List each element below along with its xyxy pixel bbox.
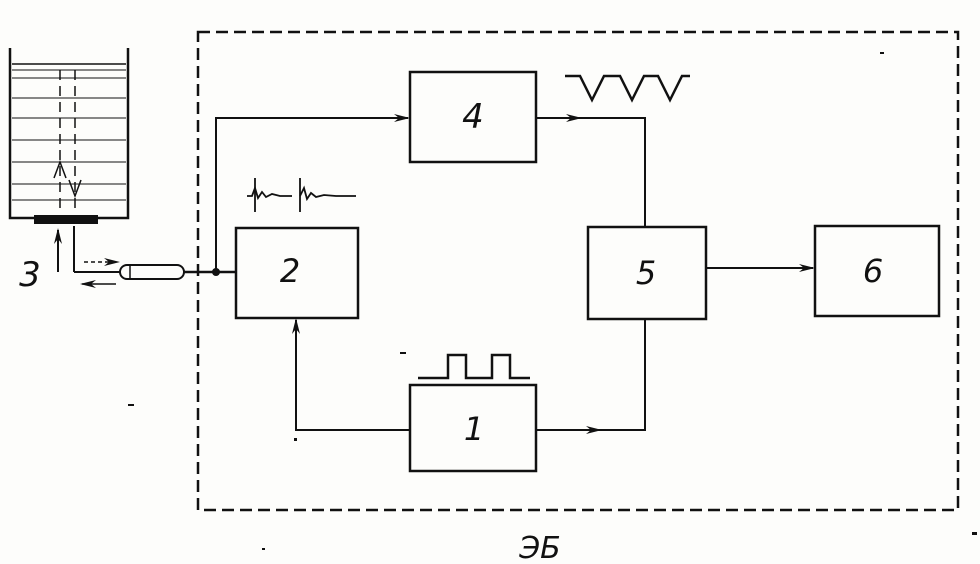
block-1 xyxy=(408,383,538,473)
sawtooth-waveform xyxy=(565,74,690,103)
liquid-tank xyxy=(8,48,130,224)
block-5-label: 5 xyxy=(636,254,656,292)
echo-waveform xyxy=(247,178,356,212)
transducer-probe xyxy=(54,226,236,288)
pulse-waveform xyxy=(418,353,530,380)
block-6 xyxy=(813,224,941,318)
block-6-label: 6 xyxy=(863,252,883,290)
connection-lines xyxy=(215,114,815,434)
electronic-unit-enclosure xyxy=(196,30,960,512)
block-2-label: 2 xyxy=(280,252,300,290)
sensor-label: 3 xyxy=(19,255,41,295)
enclosure-label: ЭБ xyxy=(518,531,561,564)
block-4-label: 4 xyxy=(462,97,484,137)
block-1-label: 1 xyxy=(464,410,484,448)
block-5 xyxy=(586,225,708,321)
scan-specks xyxy=(128,52,977,550)
